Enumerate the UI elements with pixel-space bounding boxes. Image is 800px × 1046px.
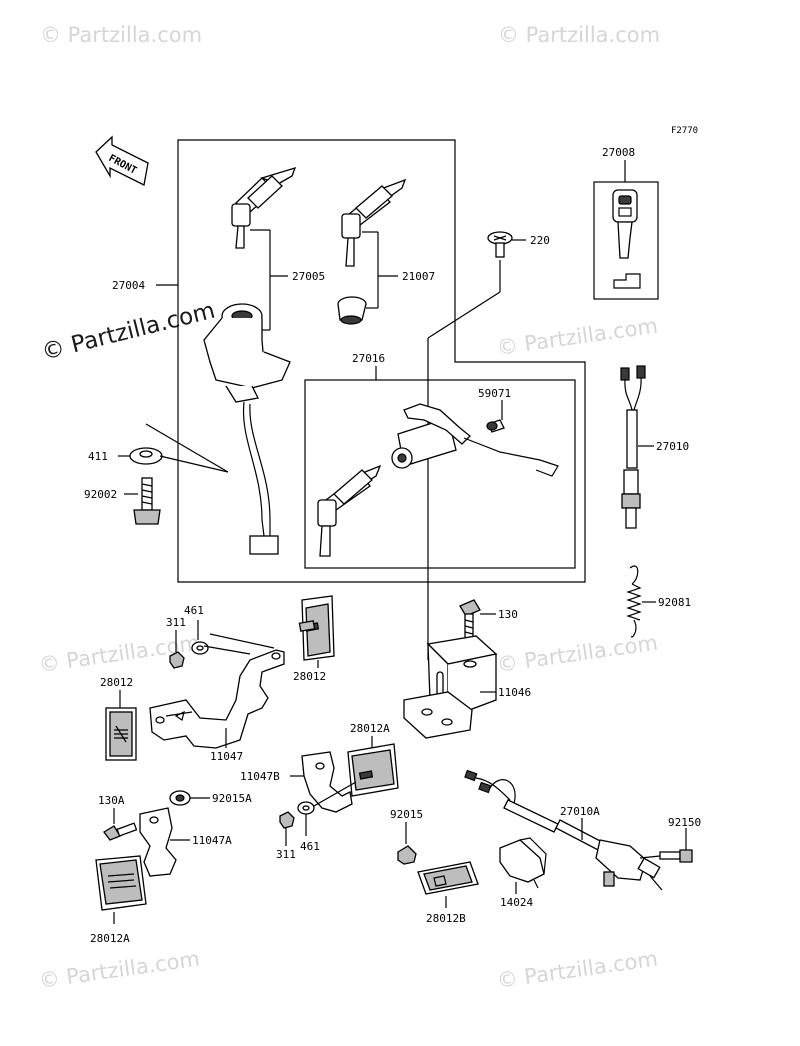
- watermark: © Partzilla.com: [37, 947, 201, 993]
- part-label-11046: 11046: [498, 686, 531, 699]
- washer-icon: [297, 801, 315, 815]
- grommet-icon: [169, 790, 191, 806]
- part-label-92002: 92002: [84, 488, 117, 501]
- rubber-pad-icon: [95, 855, 147, 911]
- watermark: © Partzilla.com: [40, 23, 202, 47]
- nut-icon: [397, 845, 417, 865]
- front-arrow-icon: FRONT: [95, 135, 149, 186]
- watermark-prominent: © Partzilla.com: [39, 298, 218, 366]
- rubber-pad-icon: [417, 861, 479, 895]
- lock-cap-icon: [337, 296, 367, 325]
- rubber-pad-icon: [301, 595, 335, 661]
- figure-code: F2770: [671, 126, 698, 136]
- mounting-bracket-icon: [149, 620, 316, 749]
- screw-icon: [487, 231, 513, 258]
- install-line: [203, 645, 251, 655]
- switch-cover-icon: [499, 837, 547, 889]
- key-blank-icon: [612, 189, 641, 289]
- part-label-27010A: 27010A: [560, 805, 600, 818]
- install-line: [209, 633, 275, 649]
- key-blank-frame: [593, 181, 659, 300]
- watermark: © Partzilla.com: [495, 314, 659, 360]
- subassembly-frame: [304, 379, 576, 569]
- mounting-bracket-icon: [301, 751, 353, 813]
- install-line: [159, 455, 229, 473]
- part-label-27010: 27010: [656, 440, 689, 453]
- part-label-92150: 92150: [668, 816, 701, 829]
- part-label-27008: 27008: [602, 146, 635, 159]
- part-label-21007: 21007: [402, 270, 435, 283]
- part-label-28012-left: 28012: [100, 676, 133, 689]
- part-label-92081: 92081: [658, 596, 691, 609]
- screw-axis: [427, 291, 501, 339]
- part-label-11047: 11047: [210, 750, 243, 763]
- part-label-461-top: 461: [184, 604, 204, 617]
- install-line: [313, 781, 357, 807]
- part-label-28012A-bottom: 28012A: [90, 932, 130, 945]
- switch-wire-icon: [464, 769, 663, 891]
- switch-wire-icon: [620, 365, 646, 529]
- part-label-28012B: 28012B: [426, 912, 466, 925]
- part-label-220: 220: [530, 234, 550, 247]
- watermark: © Partzilla.com: [498, 23, 660, 47]
- bolt-icon: [103, 822, 138, 841]
- part-label-311-bottom: 311: [276, 848, 296, 861]
- nut-icon: [169, 651, 185, 669]
- lock-key-icon: [317, 464, 382, 557]
- part-label-11047A: 11047A: [192, 834, 232, 847]
- part-label-28012A-top: 28012A: [350, 722, 390, 735]
- part-label-130A: 130A: [98, 794, 125, 807]
- part-label-92015A: 92015A: [212, 792, 252, 805]
- part-label-27016: 27016: [352, 352, 385, 365]
- part-label-27005: 27005: [292, 270, 325, 283]
- part-label-59071: 59071: [478, 387, 511, 400]
- lock-bracket-icon: [403, 635, 498, 739]
- bolt-icon: [133, 477, 161, 525]
- steering-lock-icon: [391, 403, 559, 477]
- bolt-icon: [459, 599, 481, 641]
- part-label-461-bottom: 461: [300, 840, 320, 853]
- part-label-92015: 92015: [390, 808, 423, 821]
- assembly-frame: [177, 139, 586, 583]
- part-label-130: 130: [498, 608, 518, 621]
- seat-lock-key-icon: [341, 178, 407, 267]
- part-label-411: 411: [88, 450, 108, 463]
- part-label-311-top: 311: [166, 616, 186, 629]
- install-line: [145, 423, 229, 473]
- screw-icon: [486, 419, 505, 433]
- washer-icon: [129, 447, 163, 465]
- washer-icon: [191, 641, 209, 655]
- nut-icon: [279, 811, 295, 829]
- rubber-pad-icon: [347, 743, 399, 797]
- spring-icon: [626, 565, 642, 638]
- ignition-key-icon: [231, 166, 297, 249]
- rubber-pad-icon: [105, 707, 137, 761]
- part-label-11047B: 11047B: [240, 770, 280, 783]
- mounting-bracket-icon: [139, 807, 177, 877]
- part-label-27004: 27004: [112, 279, 145, 292]
- part-label-28012-right: 28012: [293, 670, 326, 683]
- watermark: © Partzilla.com: [495, 947, 659, 993]
- bolt-icon: [659, 849, 693, 863]
- part-label-14024: 14024: [500, 896, 533, 909]
- ignition-switch-icon: [203, 303, 291, 555]
- install-line: [639, 855, 661, 859]
- watermark: © Partzilla.com: [495, 631, 659, 677]
